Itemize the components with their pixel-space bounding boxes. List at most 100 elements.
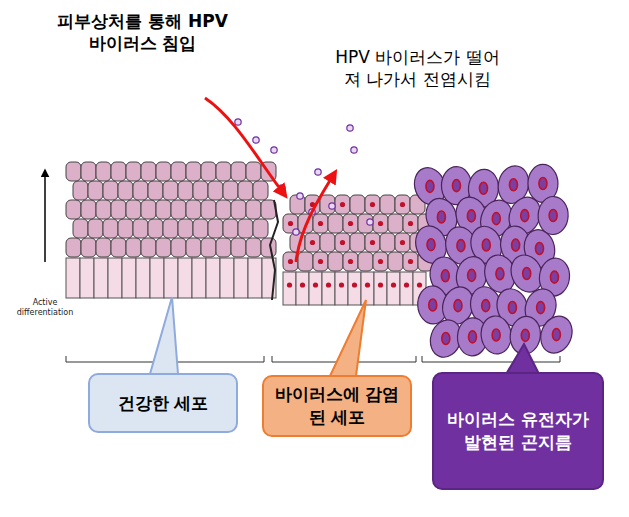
infected-cell	[335, 195, 350, 214]
callout-text: 건강한 세포	[118, 392, 209, 415]
skin-cell	[253, 181, 268, 200]
cell-nucleus	[535, 243, 543, 255]
cell-nucleus	[492, 213, 500, 225]
infected-cell	[373, 214, 388, 233]
infected-cell	[365, 233, 380, 252]
cell-nucleus	[521, 329, 529, 341]
skin-cell	[156, 200, 171, 219]
skin-cell	[81, 238, 96, 257]
hpv-particle	[235, 119, 241, 125]
cell-nucleus	[454, 300, 462, 312]
infected-basal-cell	[296, 272, 309, 305]
basal-cell	[94, 258, 108, 298]
skin-cell	[193, 219, 208, 238]
entry-arrow	[205, 98, 284, 194]
viral-dot	[378, 221, 383, 226]
skin-cell	[141, 200, 156, 219]
hpv-particle	[253, 137, 259, 143]
skin-cell	[223, 181, 238, 200]
skin-cell	[111, 200, 126, 219]
skin-cell	[216, 162, 231, 181]
cell-nucleus	[552, 329, 560, 341]
skin-cell	[186, 238, 201, 257]
skin-cell	[201, 200, 216, 219]
cell-nucleus	[426, 180, 434, 192]
skin-cell	[96, 200, 111, 219]
shedding-arrow	[296, 174, 334, 262]
skin-cell	[126, 238, 141, 257]
infected-cell	[335, 233, 350, 252]
callout-box: 바이러스 유전자가 발현된 곤지름	[432, 372, 604, 490]
skin-cell	[133, 181, 148, 200]
infected-cell	[328, 252, 343, 271]
cell-nucleus	[429, 299, 437, 311]
infected-cell	[313, 252, 328, 271]
infected-cell	[365, 195, 380, 214]
skin-cell	[171, 162, 186, 181]
skin-cell	[246, 162, 261, 181]
skin-cell	[163, 219, 178, 238]
skin-cell	[186, 162, 201, 181]
infected-cell	[373, 252, 388, 271]
infected-cell	[403, 214, 418, 233]
skin-cell	[201, 162, 216, 181]
viral-dot	[348, 259, 353, 264]
hpv-particle	[315, 169, 321, 175]
viral-dot	[370, 240, 375, 245]
viral-dot	[288, 259, 293, 264]
viral-dot	[288, 221, 293, 226]
viral-dot	[365, 282, 370, 287]
cell-nucleus	[550, 271, 558, 283]
skin-cell	[96, 238, 111, 257]
hpv-particle	[329, 203, 335, 209]
skin-cell	[216, 238, 231, 257]
cell-nucleus	[509, 179, 517, 191]
annotation-label: HPV 바이러스가 떨어져 나가서 전염시킴	[330, 46, 505, 90]
infected-cell	[320, 195, 335, 214]
infected-cell	[343, 252, 358, 271]
cell-nucleus	[496, 268, 504, 280]
cell-nucleus	[537, 302, 545, 314]
viral-dot	[378, 282, 383, 287]
wart-cell	[479, 314, 513, 355]
skin-cell	[216, 200, 231, 219]
hpv-particle	[347, 125, 353, 131]
skin-cell	[111, 162, 126, 181]
callout-box: 건강한 세포	[88, 373, 238, 433]
infected-cell	[343, 214, 358, 233]
cell-nucleus	[482, 239, 490, 251]
viral-dot	[339, 282, 344, 287]
basal-cell	[164, 258, 178, 298]
cell-nucleus	[492, 329, 500, 341]
skin-cell	[156, 238, 171, 257]
skin-cell	[141, 162, 156, 181]
infected-cell	[350, 195, 365, 214]
skin-cell	[81, 200, 96, 219]
skin-cell	[73, 181, 88, 200]
skin-cell	[238, 219, 253, 238]
cell-nucleus	[482, 300, 490, 312]
basal-cell	[248, 258, 262, 298]
cell-nucleus	[457, 240, 465, 252]
infected-cell	[358, 214, 373, 233]
infected-cell	[313, 214, 328, 233]
basal-cell	[178, 258, 192, 298]
skin-cell	[231, 200, 246, 219]
skin-cell	[178, 219, 193, 238]
callout-tail	[330, 300, 366, 376]
viral-dot	[417, 282, 422, 287]
viral-dot	[370, 202, 375, 207]
cell-nucleus	[468, 331, 476, 343]
viral-dot	[326, 282, 331, 287]
cell-nucleus	[512, 239, 520, 251]
infected-cell	[380, 233, 395, 252]
skin-cell	[171, 238, 186, 257]
skin-cell	[246, 200, 261, 219]
skin-cell	[66, 162, 81, 181]
skin-cell	[186, 200, 201, 219]
skin-cell	[81, 162, 96, 181]
infected-cell	[305, 233, 320, 252]
skin-cell	[118, 181, 133, 200]
skin-cell	[253, 219, 268, 238]
infected-basal-cell	[400, 272, 413, 305]
